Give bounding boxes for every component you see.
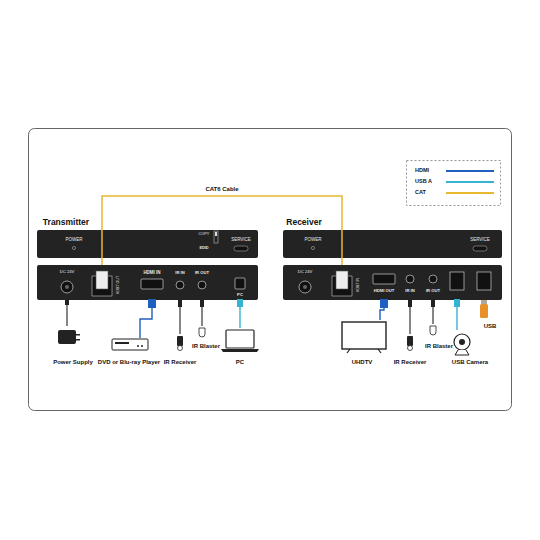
device-label: DVD or Blu-ray Player — [98, 359, 160, 365]
cable — [239, 300, 240, 328]
device: IR Blaster — [190, 326, 222, 350]
usb-stick-icon — [480, 300, 488, 318]
legend-label: CAT — [415, 190, 426, 196]
port-label: SERVICE — [231, 238, 251, 243]
usb-camera-icon — [454, 334, 470, 355]
port-label: IR IN — [405, 289, 415, 293]
device-label: IR Receiver — [394, 359, 427, 365]
device-label: USB Camera — [452, 359, 488, 365]
cable — [456, 300, 457, 330]
port-label: PC — [237, 293, 243, 297]
cable — [102, 196, 342, 265]
tx-back-panel — [37, 265, 258, 300]
device-label: UHDTV — [352, 359, 373, 365]
legend-box — [407, 161, 501, 206]
device-label: Power Supply — [53, 359, 93, 365]
legend-swatch — [446, 192, 494, 194]
device: IR Blaster — [424, 324, 454, 350]
port-label: IR OUT — [426, 289, 440, 293]
legend-swatch — [446, 170, 494, 172]
port-label: HDMI OUT — [374, 289, 395, 293]
device: PC — [220, 328, 260, 368]
port-label: POWER — [65, 238, 82, 243]
device: IR Receiver — [392, 334, 430, 368]
cable — [380, 300, 384, 320]
tx-front-panel — [37, 230, 258, 258]
device: Power Supply — [46, 326, 98, 368]
device-label: IR Receiver — [164, 359, 197, 365]
cable-plugs — [65, 299, 460, 308]
device-label: PC — [236, 359, 244, 365]
device-label: USB — [484, 323, 497, 329]
dvd-player-icon — [112, 339, 148, 350]
port-label: SERVICE — [470, 238, 490, 243]
device: IR Receiver — [162, 334, 198, 368]
cable — [409, 300, 410, 334]
device-label: IR Blaster — [192, 343, 220, 349]
port-label: HDBT OUT — [117, 276, 121, 294]
rx-front-panel — [283, 230, 502, 258]
cable-label: CAT6 Cable — [204, 186, 239, 192]
port-label: COPY — [199, 233, 210, 237]
port-label: HDBT IN — [357, 278, 361, 292]
pc-icon — [221, 330, 259, 352]
port-label: Transmitter — [43, 218, 89, 227]
rx-back-panel — [283, 265, 502, 300]
device-panel: TransmitterPOWER COPY EDID SERVICE — [37, 212, 258, 258]
device: DVD or Blu-ray Player — [96, 338, 168, 368]
cable — [179, 300, 180, 334]
power-supply-icon — [58, 330, 80, 344]
cable — [432, 300, 433, 324]
device-label: IR Blaster — [425, 343, 453, 349]
device-panel: DC 24V HDBT OUT HDMI IN IR IN IR OUT PC — [37, 265, 258, 300]
port-label: DC 24V — [60, 270, 75, 274]
cable — [201, 300, 202, 326]
device: USB — [476, 302, 502, 330]
device-panel: DC 24V HDBT IN HDMI OUT IR IN IR OUT — [283, 265, 502, 300]
cable — [140, 300, 152, 338]
cable — [483, 300, 484, 302]
legend-swatch — [446, 181, 494, 183]
port-label: DC 24V — [298, 270, 313, 274]
port-label: HDMI IN — [143, 271, 160, 276]
legend-label: HDMI — [415, 168, 429, 174]
frame — [29, 129, 512, 411]
port-label: Receiver — [286, 218, 321, 227]
device: USB Camera — [448, 330, 494, 368]
port-label: EDID — [199, 247, 208, 251]
port-label: IR OUT — [195, 271, 209, 275]
legend-label: USB A — [415, 179, 432, 185]
port-label: IR IN — [175, 271, 185, 275]
port-label: POWER — [304, 238, 321, 243]
cable — [66, 300, 67, 326]
device-panel: ReceiverPOWER SERVICE — [283, 212, 502, 258]
tv-icon — [342, 322, 386, 353]
device: UHDTV — [340, 320, 390, 368]
